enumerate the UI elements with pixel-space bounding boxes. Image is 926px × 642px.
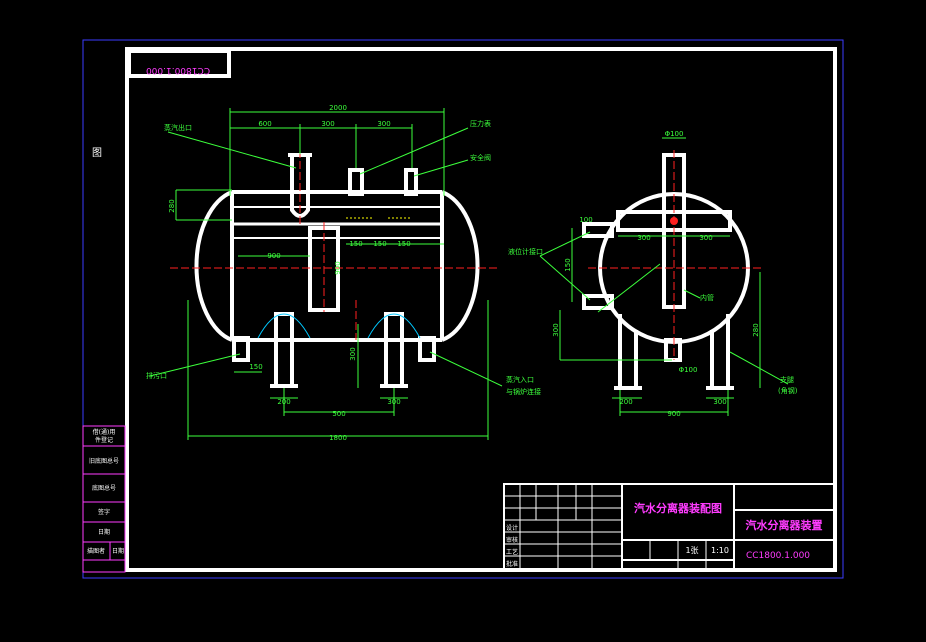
side-dim-9: 300 [713, 398, 726, 406]
title-block-grid [504, 484, 707, 570]
label-steam-inlet: 蒸汽入口 [506, 375, 534, 384]
side-dim-3: 300 [699, 234, 712, 242]
side-bottom-0: 描图者 [87, 547, 105, 555]
pressure-gauge-nozzle [348, 168, 364, 196]
front-dim-10: 1800 [329, 434, 347, 442]
front-dim-11: 280 [168, 199, 176, 212]
side-view [582, 153, 750, 390]
side-centerlines [588, 150, 762, 360]
side-row-5: 日期 [98, 528, 110, 536]
label-steam-outlet: 蒸汽出口 [164, 123, 192, 132]
label-level-gauge: 液位计接口 [508, 247, 543, 256]
front-dim-14: 300 [349, 347, 357, 360]
side-dim-0: Φ100 [665, 130, 684, 138]
title-role-3: 批准 [506, 560, 518, 568]
front-leg-left [274, 312, 294, 388]
scale-value: 1:10 [711, 546, 729, 555]
front-dim-6: 150 [373, 240, 386, 248]
label-safety-valve: 安全阀 [470, 153, 491, 162]
side-row-3: 底图总号 [92, 484, 116, 492]
label-support-leg: 支腿 [780, 375, 794, 384]
title-role-2: 工艺 [506, 548, 518, 556]
side-level-top [582, 222, 614, 238]
sheet-label: 1张 [685, 546, 698, 555]
front-dimensions [149, 108, 503, 440]
side-dimensions [539, 137, 789, 416]
assembly-title: 汽水分离器装配图 [634, 501, 722, 515]
side-dim-6: 280 [752, 323, 760, 336]
front-dim-12: 150 [249, 363, 262, 371]
safety-valve-nozzle [404, 168, 418, 196]
front-dim-4: 300 [387, 398, 400, 406]
steam-inlet-nozzle [418, 336, 436, 362]
drawing-frame [125, 47, 837, 572]
front-dim-2: 300 [321, 120, 334, 128]
side-dim-2: 300 [637, 234, 650, 242]
front-dim-5: 150 [349, 240, 362, 248]
front-dim-7: 150 [397, 240, 410, 248]
front-right-head [441, 190, 480, 342]
drain-nozzle [232, 336, 250, 362]
side-dim-1: 100 [579, 216, 592, 224]
side-row-4: 签字 [98, 508, 110, 516]
front-centerlines [170, 150, 500, 340]
side-bottom-nozzle [664, 338, 682, 362]
steam-outlet-nozzle [290, 153, 310, 218]
front-dim-8: 900 [267, 252, 280, 260]
product-name: 汽水分离器装置 [746, 518, 823, 532]
front-dim-1: 600 [258, 120, 271, 128]
label-boiler-connection: 与锅炉连接 [506, 387, 541, 396]
label-drain: 排污口 [146, 371, 167, 380]
side-dim-5: 300 [552, 323, 560, 336]
side-bottom-1: 日期 [112, 547, 124, 555]
front-dim-15: 200 [277, 398, 290, 406]
side-row-1: 件登记 [95, 436, 113, 444]
front-dim-13: 900 [334, 261, 342, 274]
label-pressure-gauge: 压力表 [470, 119, 491, 128]
front-leg-right [384, 312, 404, 388]
side-level-bottom [582, 294, 614, 310]
title-role-0: 设计 [506, 524, 518, 532]
front-left-head [194, 190, 233, 342]
outer-border [82, 39, 844, 579]
side-row-0: 借(通)用 [93, 428, 116, 436]
drawing-code: CC1800.1.000 [746, 551, 810, 561]
drawing-number-rotated: CC1800.1.000 [146, 65, 210, 75]
front-dim-9: 500 [332, 410, 345, 418]
label-support-material: (角钢) [778, 386, 798, 395]
front-view [194, 153, 480, 388]
side-dim-7: 200 [619, 398, 632, 406]
drawing-number-box [127, 49, 231, 78]
label-inner-pipe: 内管 [700, 293, 714, 302]
front-dim-3: 300 [377, 120, 390, 128]
side-dim-10: Φ100 [679, 366, 698, 374]
side-label-top: 图 [92, 147, 102, 159]
front-dim-0: 2000 [329, 104, 347, 112]
side-row-2: 旧底图总号 [89, 457, 119, 465]
front-saddles [257, 313, 421, 339]
title-role-1: 审核 [506, 536, 518, 544]
side-strip [82, 425, 126, 573]
side-dim-8: 900 [667, 410, 680, 418]
side-dim-4: 150 [564, 258, 572, 271]
